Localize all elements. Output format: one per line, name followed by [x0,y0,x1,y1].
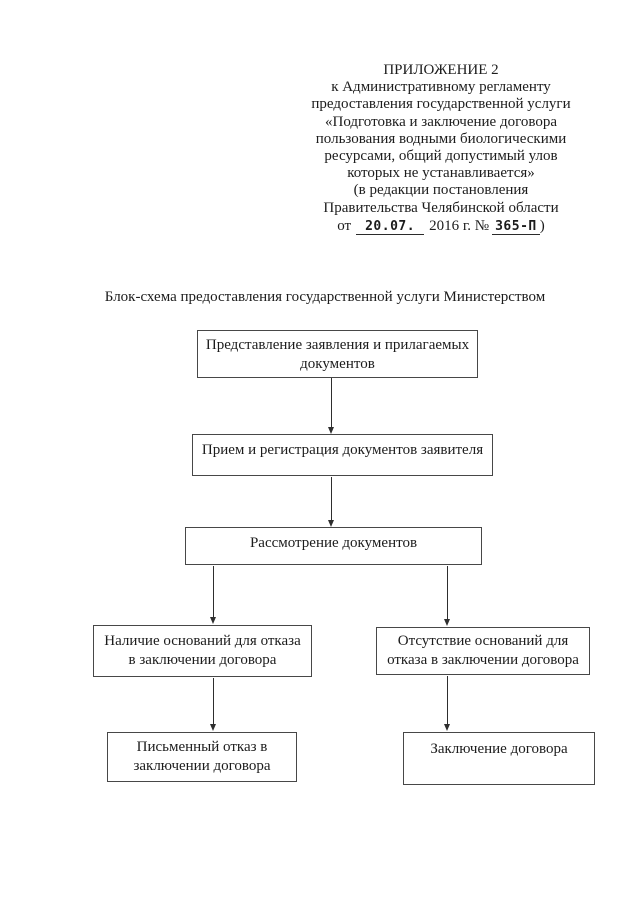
header-line: Правительства Челябинской области [323,199,559,216]
node-contract-conclusion: Заключение договора [403,732,595,785]
diagram-title: Блок-схема предоставления государственно… [104,289,546,305]
header-line: ресурсами, общий допустимый улов [324,148,558,165]
date-prefix: от [337,217,352,234]
appendix-number-line: ПРИЛОЖЕНИЕ 2 [383,62,499,78]
date-blank-value: 20.07. [356,219,425,235]
header-line: которых не устанавливается» [347,165,535,182]
date-suffix: ) [539,217,545,234]
node-intake: Прием и регистрация документов заявителя [192,434,493,476]
appendix-header: ПРИЛОЖЕНИЕ 2 к Административному регламе… [283,62,599,235]
date-middle: 2016 г. № [429,217,490,234]
arrow-submission-to-intake [328,378,334,434]
arrow-refusal-grounds-to-written-refusal [210,678,216,731]
node-submission: Представление заявления и прилагаемых до… [197,330,478,378]
header-line: к Административному регламенту [331,79,551,96]
number-blank-value: 365-П [492,219,540,235]
node-refusal-grounds: Наличие оснований для отказа в заключени… [93,625,312,677]
arrow-intake-to-review [328,477,334,527]
node-written-refusal: Письменный отказ в заключении договора [107,732,297,782]
arrow-review-to-no-refusal-grounds [444,566,450,626]
header-line: предоставления государственной услуги [311,96,571,113]
arrow-no-refusal-grounds-to-contract-conclusion [444,676,450,731]
header-line: пользования водными биологическими [315,130,567,147]
node-no-refusal-grounds: Отсутствие оснований для отказа в заключ… [376,627,590,675]
header-line: «Подготовка и заключение договора [324,113,557,130]
arrow-review-to-refusal-grounds [210,566,216,624]
node-review: Рассмотрение документов [185,527,482,565]
header-line: (в редакции постановления [353,182,529,199]
